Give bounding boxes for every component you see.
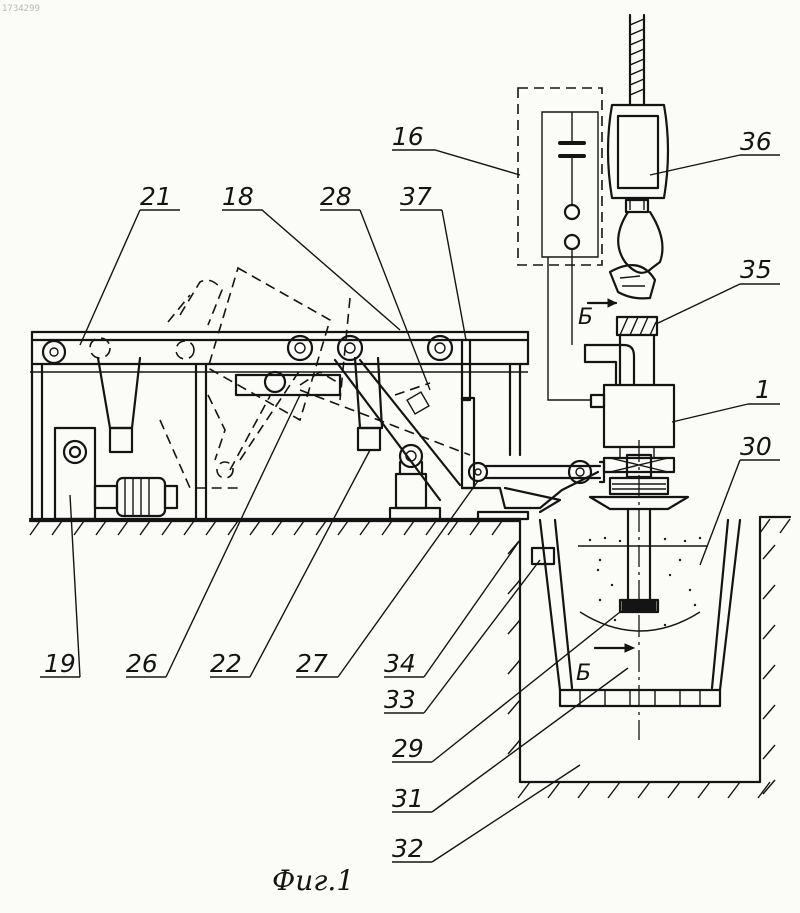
frame xyxy=(30,268,604,519)
callout-31: 31 xyxy=(392,784,424,813)
callout-34: 34 xyxy=(384,649,416,678)
callout-36: 36 xyxy=(740,127,772,156)
callout-21: 21 xyxy=(140,182,172,211)
callout-29: 29 xyxy=(392,734,424,763)
callout-26: 26 xyxy=(126,649,158,678)
callout-30: 30 xyxy=(740,432,772,461)
section-mark-top: Б xyxy=(578,305,593,330)
callout-37: 37 xyxy=(400,182,432,211)
callout-22: 22 xyxy=(210,649,242,678)
callout-18: 18 xyxy=(222,182,254,211)
figure-caption: Фиг.1 xyxy=(272,864,354,897)
callout-27: 27 xyxy=(296,649,328,678)
callout-32: 32 xyxy=(392,834,424,863)
callout-16: 16 xyxy=(392,122,424,151)
control-panel xyxy=(518,88,602,400)
callout-33: 33 xyxy=(384,685,416,714)
callout-19: 19 xyxy=(44,649,76,678)
doc-number: 1734299 xyxy=(2,4,40,14)
hoist xyxy=(608,15,668,298)
callout-1: 1 xyxy=(755,375,771,404)
callout-28: 28 xyxy=(320,182,352,211)
callout-labels: 21 18 28 37 16 36 35 1 30 19 26 22 27 34… xyxy=(44,122,772,863)
electrode-head: Б Б xyxy=(576,299,688,740)
callout-35: 35 xyxy=(740,255,772,284)
section-mark-bottom: Б xyxy=(576,661,591,686)
